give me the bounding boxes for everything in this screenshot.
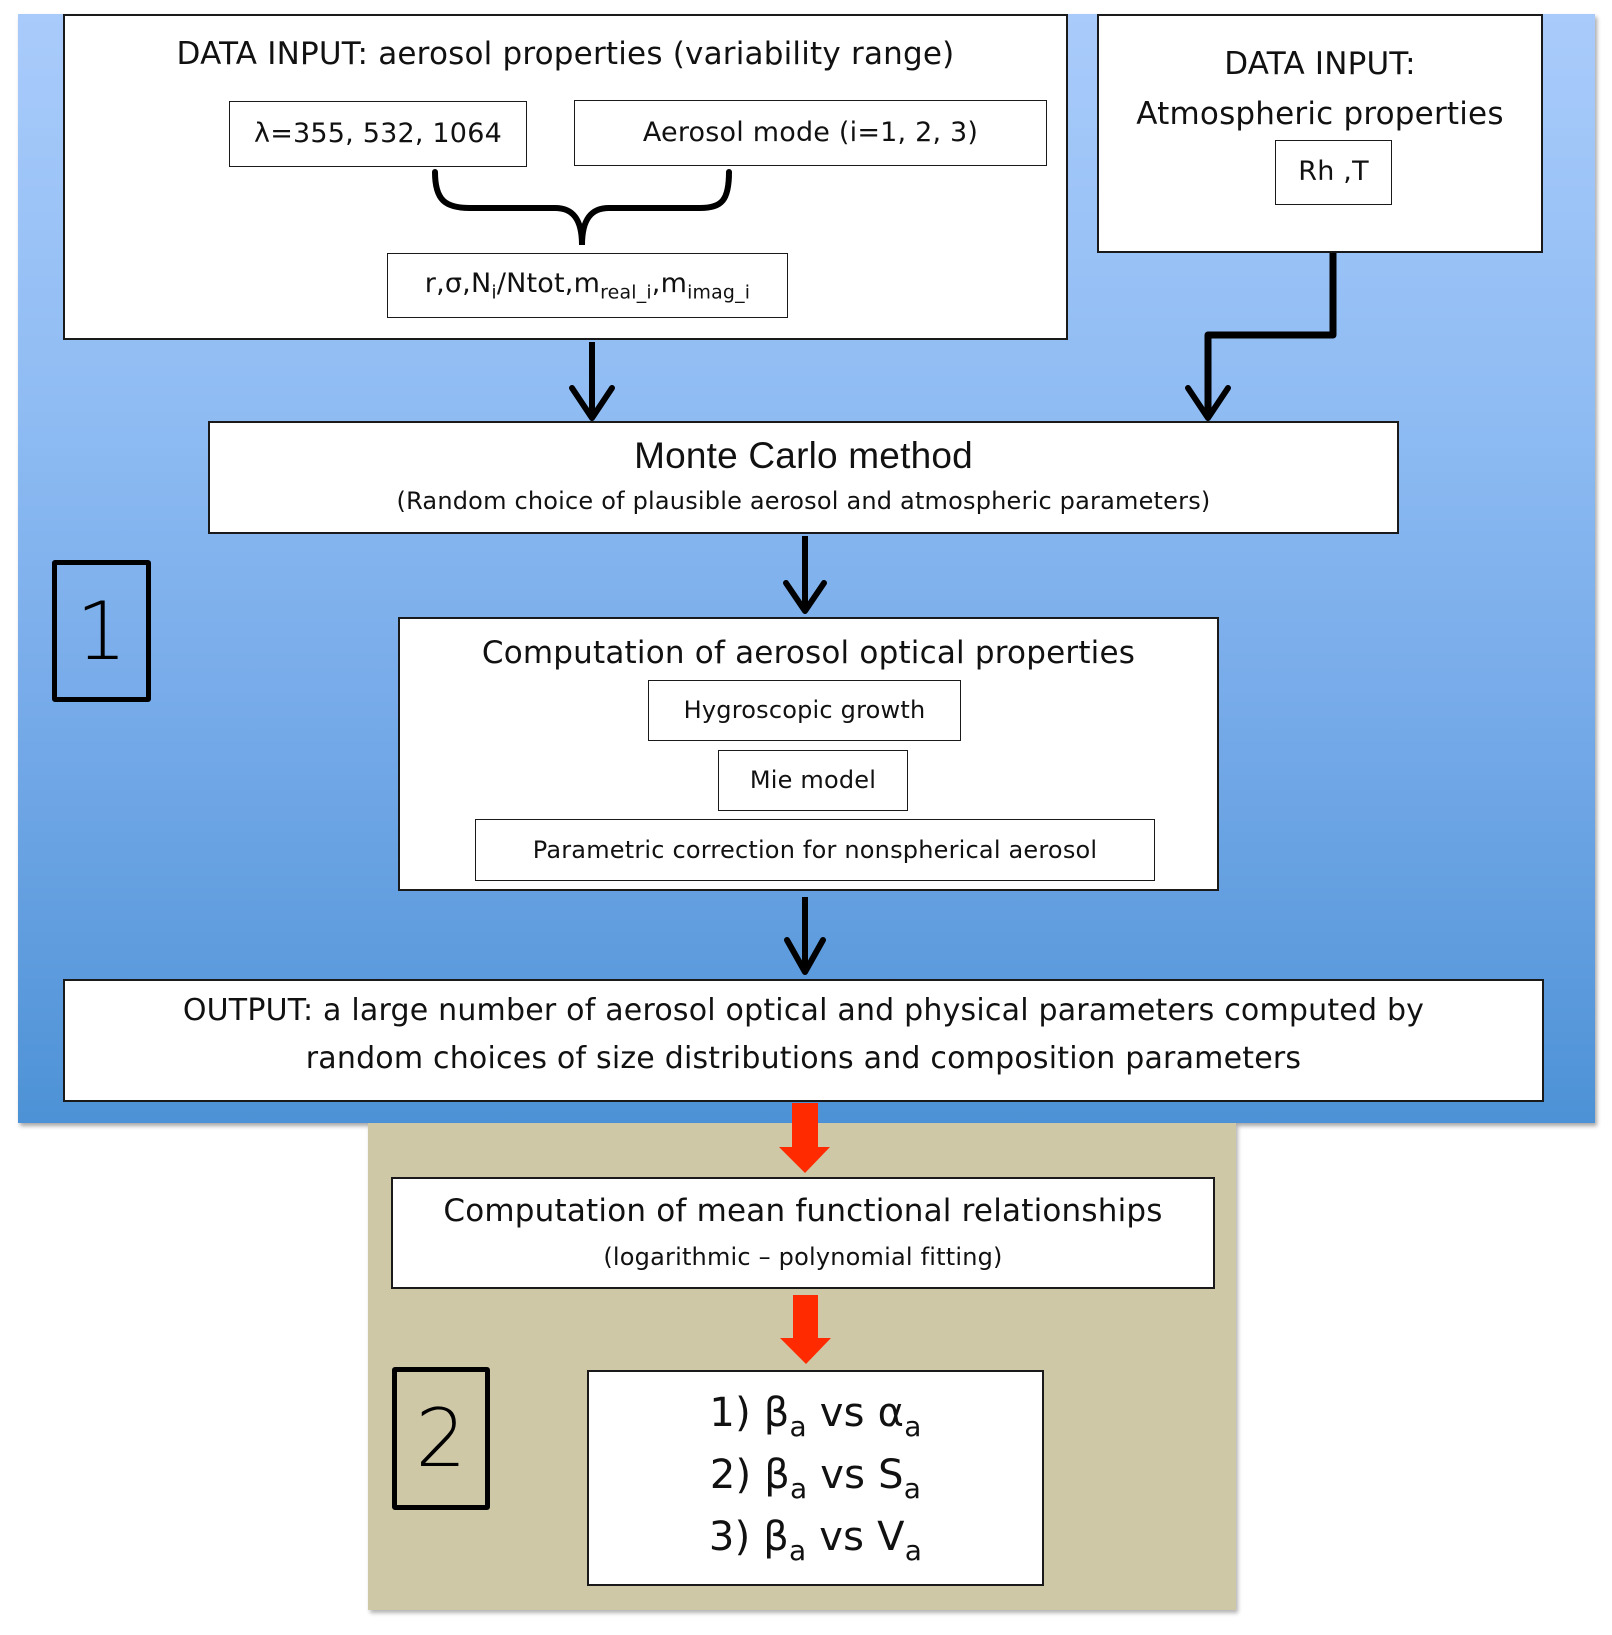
arrow-atmospheric-to-montecarlo xyxy=(1185,253,1337,421)
results-box: 1) βa vs αa 2) βa vs Sa 3) βa vs Va xyxy=(587,1370,1044,1586)
aerosol-params-box: r,σ,Ni/Ntot,mreal_i,mimag_i xyxy=(387,253,788,318)
hygroscopic-growth-step: Hygroscopic growth xyxy=(648,680,961,741)
aerosol-mode-text: Aerosol mode (i=1, 2, 3) xyxy=(642,117,979,148)
mean-relationships-title: Computation of mean functional relations… xyxy=(443,1193,1163,1229)
arrow-montecarlo-to-computation xyxy=(783,536,827,614)
atmospheric-input-box: DATA INPUT: Atmospheric properties xyxy=(1097,14,1543,253)
section-1-number: 1 xyxy=(76,584,127,678)
aerosol-params-text: r,σ,Ni/Ntot,mreal_i,mimag_i xyxy=(424,268,751,304)
mean-relationships-subtitle: (logarithmic – polynomial fitting) xyxy=(603,1243,1003,1271)
nonspherical-correction-step: Parametric correction for nonspherical a… xyxy=(475,819,1155,881)
aerosol-input-title: DATA INPUT: aerosol properties (variabil… xyxy=(176,36,955,72)
output-line-1: OUTPUT: a large number of aerosol optica… xyxy=(182,993,1425,1028)
arrow-aerosol-to-montecarlo xyxy=(569,342,615,421)
wavelength-text: λ=355, 532, 1064 xyxy=(254,118,502,149)
result-item: 2) βa vs Sa xyxy=(709,1452,922,1505)
arrow-mean-to-results xyxy=(780,1295,831,1364)
monte-carlo-box: Monte Carlo method (Random choice of pla… xyxy=(208,421,1399,534)
section-1-label: 1 xyxy=(52,560,151,702)
monte-carlo-subtitle: (Random choice of plausible aerosol and … xyxy=(396,487,1211,515)
mie-model-label: Mie model xyxy=(749,766,877,794)
result-item: 3) βa vs Va xyxy=(708,1514,923,1567)
output-line-2: random choices of size distributions and… xyxy=(305,1041,1302,1076)
arrow-output-to-mean xyxy=(779,1103,830,1173)
output-box: OUTPUT: a large number of aerosol optica… xyxy=(63,979,1544,1102)
atmospheric-input-subtitle: Atmospheric properties xyxy=(1136,96,1504,132)
atmospheric-params-box: Rh ,T xyxy=(1275,140,1392,205)
mean-relationships-box: Computation of mean functional relations… xyxy=(391,1177,1215,1289)
mie-model-step: Mie model xyxy=(718,750,908,811)
section-2-label: 2 xyxy=(392,1367,490,1510)
section-2-number: 2 xyxy=(415,1392,467,1485)
wavelength-box: λ=355, 532, 1064 xyxy=(229,101,527,167)
atmospheric-params-text: Rh ,T xyxy=(1298,156,1369,187)
optical-computation-title: Computation of aerosol optical propertie… xyxy=(481,635,1136,671)
monte-carlo-title: Monte Carlo method xyxy=(634,435,973,476)
merge-brace xyxy=(432,169,732,246)
arrow-computation-to-output xyxy=(784,897,826,975)
hygroscopic-growth-label: Hygroscopic growth xyxy=(683,696,926,724)
nonspherical-correction-label: Parametric correction for nonspherical a… xyxy=(532,836,1098,864)
result-item: 1) βa vs αa xyxy=(709,1390,922,1443)
aerosol-mode-box: Aerosol mode (i=1, 2, 3) xyxy=(574,100,1047,166)
atmospheric-input-title: DATA INPUT: xyxy=(1224,46,1416,82)
